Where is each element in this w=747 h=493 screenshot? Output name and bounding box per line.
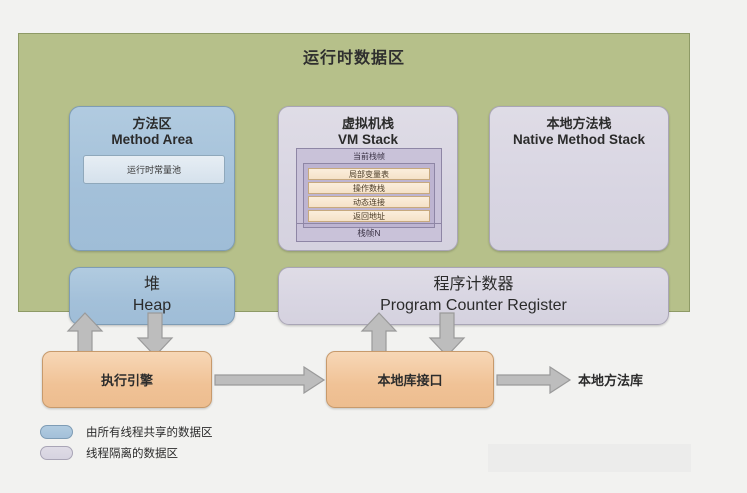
method-area-box[interactable]: 方法区 Method Area 运行时常量池 <box>69 106 235 251</box>
execution-engine-label: 执行引擎 <box>100 373 153 388</box>
frame-row-label: 动态连接 <box>353 197 385 207</box>
heap-label-cn: 堆 <box>143 276 160 294</box>
frame-n-row[interactable]: 栈帧N <box>297 223 441 241</box>
native-method-stack-label-cn: 本地方法栈 <box>546 116 612 131</box>
legend-swatch-shared-icon <box>40 425 73 439</box>
heap-label-en: Heap <box>132 297 172 314</box>
arrow-down-runtime-to-execution-engine-right <box>136 312 174 357</box>
vm-stack-label-en: VM Stack <box>337 132 399 148</box>
legend: 由所有线程共享的数据区 线程隔离的数据区 <box>40 424 213 466</box>
frame-row-dynamic-linking[interactable]: 动态连接 <box>308 196 430 208</box>
vm-stack-box[interactable]: 虚拟机栈 VM Stack 当前栈帧 局部变量表 操作数栈 动态连接 返回地址 <box>278 106 458 251</box>
frame-row-label: 返回地址 <box>353 211 385 221</box>
program-counter-register-label-cn: 程序计数器 <box>433 276 514 294</box>
runtime-data-area-panel: 运行时数据区 方法区 Method Area 运行时常量池 虚拟机栈 VM St… <box>18 33 690 325</box>
runtime-constant-pool-box[interactable]: 运行时常量池 <box>83 155 225 184</box>
native-method-stack-box[interactable]: 本地方法栈 Native Method Stack <box>489 106 669 251</box>
native-method-stack-label-en: Native Method Stack <box>512 132 646 148</box>
heap-heading: 堆 Heap <box>70 268 234 324</box>
legend-item-shared: 由所有线程共享的数据区 <box>40 424 213 440</box>
frame-row-local-variable-table[interactable]: 局部变量表 <box>308 168 430 180</box>
native-method-library-label: 本地方法库 <box>578 373 644 388</box>
vm-stack-label-cn: 虚拟机栈 <box>341 116 394 131</box>
legend-item-isolated: 线程隔离的数据区 <box>40 445 213 461</box>
arrow-right-execution-engine-to-native-interface <box>214 366 326 394</box>
frame-row-return-address[interactable]: 返回地址 <box>308 210 430 222</box>
legend-label-isolated: 线程隔离的数据区 <box>86 448 178 460</box>
runtime-data-area-title: 运行时数据区 <box>302 50 405 67</box>
legend-swatch-isolated-icon <box>40 446 73 460</box>
arrow-right-native-interface-to-native-library <box>496 366 572 394</box>
current-frame-inner: 局部变量表 操作数栈 动态连接 返回地址 <box>303 163 435 228</box>
legend-label-shared: 由所有线程共享的数据区 <box>86 427 213 439</box>
native-method-stack-heading: 本地方法栈 Native Method Stack <box>490 107 668 149</box>
method-area-heading: 方法区 Method Area <box>70 107 234 149</box>
current-frame-label: 当前栈帧 <box>353 152 385 161</box>
runtime-constant-pool-label: 运行时常量池 <box>126 165 181 175</box>
frame-row-label: 操作数栈 <box>353 183 385 193</box>
method-area-label-en: Method Area <box>111 132 193 148</box>
stack-frame-container: 当前栈帧 局部变量表 操作数栈 动态连接 返回地址 栈帧N <box>296 148 442 242</box>
native-library-interface-label: 本地库接口 <box>377 373 443 388</box>
vm-stack-heading: 虚拟机栈 VM Stack <box>279 107 457 149</box>
program-counter-register-heading: 程序计数器 Program Counter Register <box>279 268 668 324</box>
program-counter-register-label-en: Program Counter Register <box>380 297 567 314</box>
watermark-block <box>488 444 691 472</box>
frame-n-label: 栈帧N <box>357 227 381 238</box>
arrow-down-runtime-to-native-interface-right <box>428 312 466 357</box>
method-area-label-cn: 方法区 <box>132 116 172 131</box>
frame-row-label: 局部变量表 <box>349 169 389 179</box>
native-library-interface-box[interactable]: 本地库接口 <box>326 351 494 408</box>
program-counter-register-box[interactable]: 程序计数器 Program Counter Register <box>278 267 669 325</box>
execution-engine-box[interactable]: 执行引擎 <box>42 351 212 408</box>
frame-row-operand-stack[interactable]: 操作数栈 <box>308 182 430 194</box>
